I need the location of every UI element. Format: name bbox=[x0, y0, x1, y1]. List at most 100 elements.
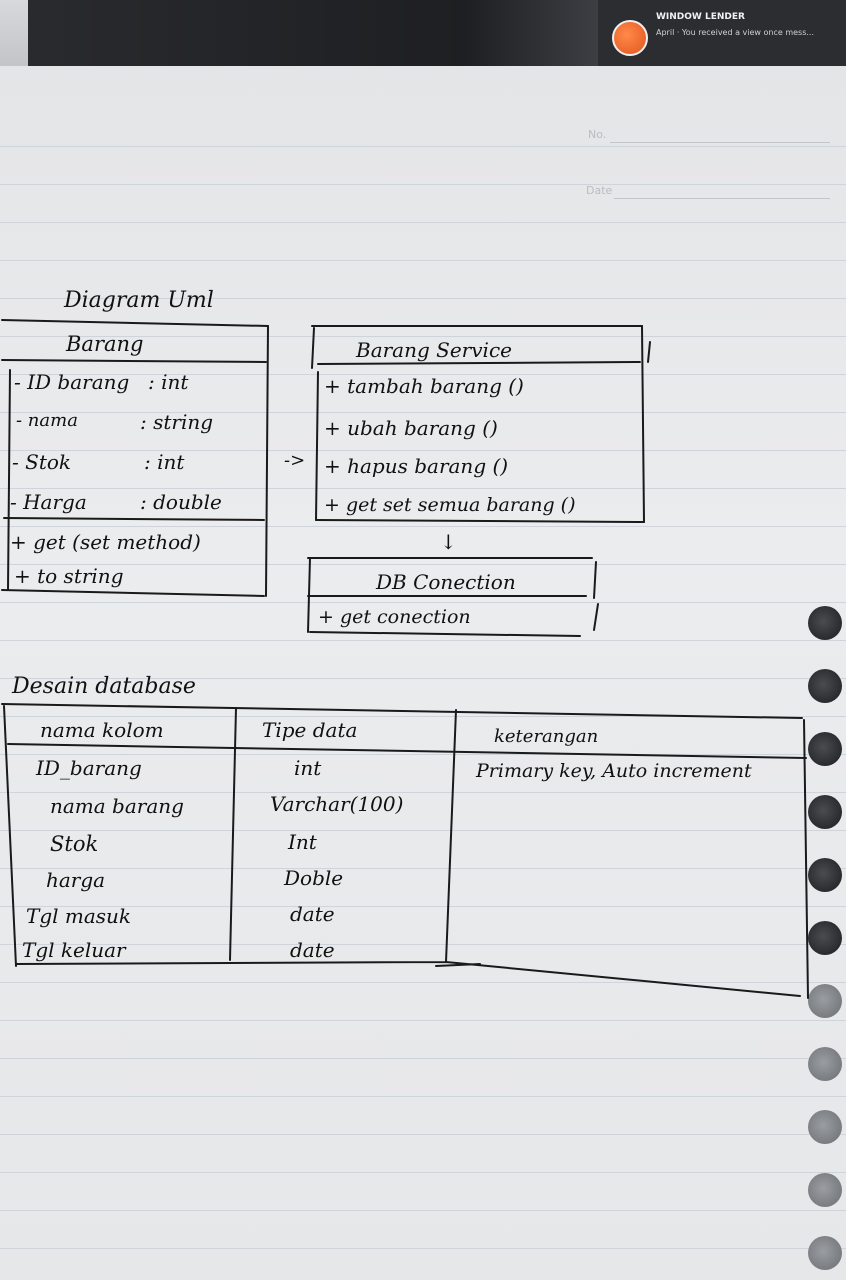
ruled-line bbox=[0, 944, 846, 945]
service-box-right bbox=[641, 325, 645, 523]
notification-title: WINDOW LENDER bbox=[656, 12, 745, 22]
service-class-name: Barang Service bbox=[356, 338, 512, 362]
db-method: + get conection bbox=[318, 606, 471, 628]
binding-hole bbox=[808, 732, 842, 766]
table-bottom-tail bbox=[435, 963, 481, 967]
ruled-line bbox=[0, 564, 846, 565]
column-header: keterangan bbox=[494, 726, 599, 747]
ruled-line bbox=[0, 1058, 846, 1059]
barang-attr-type: : int bbox=[144, 450, 185, 474]
barang-method: + get (set method) bbox=[10, 530, 201, 554]
date-label: Date bbox=[586, 184, 613, 197]
ruled-line bbox=[0, 906, 846, 907]
table-cell: Stok bbox=[50, 832, 99, 856]
date-line bbox=[614, 198, 830, 199]
table-header-divider bbox=[7, 743, 807, 759]
ruled-line bbox=[0, 298, 846, 299]
column-header: nama kolom bbox=[40, 718, 164, 742]
table-left bbox=[3, 705, 17, 967]
ruled-line bbox=[0, 602, 846, 603]
column-header: Tipe data bbox=[262, 718, 358, 742]
service-box-bottom bbox=[315, 519, 645, 523]
service-corner-mark bbox=[647, 341, 651, 363]
service-box-left bbox=[311, 327, 319, 521]
notification-banner[interactable]: WINDOW LENDER April · You received a vie… bbox=[598, 0, 846, 78]
ruled-line bbox=[0, 1248, 846, 1249]
binding-hole bbox=[808, 795, 842, 829]
arrow-down-icon: ↓ bbox=[440, 530, 457, 554]
binding-hole bbox=[808, 1236, 842, 1270]
db-box-right bbox=[593, 561, 599, 631]
barang-method: + to string bbox=[14, 564, 124, 588]
table-cell: harga bbox=[46, 868, 106, 892]
uml-heading: Diagram Uml bbox=[64, 288, 214, 313]
binding-hole bbox=[808, 1173, 842, 1207]
table-cell: Primary key, Auto increment bbox=[476, 760, 752, 782]
ruled-line bbox=[0, 792, 846, 793]
ruled-line bbox=[0, 716, 846, 717]
db-box-bottom bbox=[309, 631, 581, 637]
table-cell: int bbox=[294, 756, 322, 780]
binding-hole bbox=[808, 921, 842, 955]
barang-box-bottom bbox=[1, 589, 265, 597]
table-right bbox=[803, 719, 809, 999]
table-cell: nama barang bbox=[50, 794, 184, 818]
notebook-page: No. Date bbox=[0, 66, 846, 1280]
service-method: + tambah barang () bbox=[324, 374, 524, 398]
ruled-line bbox=[0, 1172, 846, 1173]
service-method: + hapus barang () bbox=[324, 454, 509, 478]
binding-hole bbox=[808, 858, 842, 892]
barang-attr-name: - Stok bbox=[12, 450, 72, 474]
ruled-line bbox=[0, 640, 846, 641]
ruled-line bbox=[0, 1020, 846, 1021]
barang-attr-name: - Harga bbox=[10, 490, 87, 514]
no-line bbox=[610, 142, 830, 143]
table-cell: Doble bbox=[284, 866, 344, 890]
arrow-right-icon: -> bbox=[284, 450, 306, 471]
barang-box-left bbox=[7, 369, 11, 591]
binding-hole bbox=[808, 1110, 842, 1144]
table-cell: Int bbox=[288, 830, 317, 854]
ruled-line bbox=[0, 1210, 846, 1211]
table-col2-divider bbox=[445, 709, 457, 963]
binding-hole bbox=[808, 1047, 842, 1081]
ruled-line bbox=[0, 450, 846, 451]
table-cell: date bbox=[290, 902, 335, 926]
table-cell: ID_barang bbox=[36, 756, 142, 780]
table-cell: Varchar(100) bbox=[270, 792, 404, 816]
service-name-divider bbox=[317, 361, 641, 365]
ruled-line bbox=[0, 222, 846, 223]
ruled-line bbox=[0, 488, 846, 489]
ruled-line bbox=[0, 678, 846, 679]
barang-box-top bbox=[1, 319, 269, 327]
ruled-line bbox=[0, 982, 846, 983]
barang-name-divider bbox=[1, 359, 267, 363]
ruled-line bbox=[0, 754, 846, 755]
ruled-line bbox=[0, 146, 846, 147]
binding-hole bbox=[808, 606, 842, 640]
ruled-line bbox=[0, 868, 846, 869]
table-col1-divider bbox=[229, 707, 237, 961]
ruled-line bbox=[0, 830, 846, 831]
barang-attr-name: - nama bbox=[16, 410, 78, 431]
database-heading: Desain database bbox=[12, 674, 196, 699]
barang-attr-divider bbox=[3, 517, 265, 521]
service-method: + get set semua barang () bbox=[324, 494, 576, 516]
db-class-name: DB Conection bbox=[376, 570, 516, 594]
ruled-line bbox=[0, 1096, 846, 1097]
table-bottom bbox=[15, 961, 801, 997]
barang-attr-type: : string bbox=[140, 410, 214, 434]
notification-app-icon bbox=[612, 20, 648, 56]
barang-attr-name: - ID barang bbox=[14, 370, 130, 394]
table-cell: Tgl keluar bbox=[22, 938, 126, 962]
ruled-line bbox=[0, 1134, 846, 1135]
barang-box-right bbox=[265, 325, 269, 597]
no-label: No. bbox=[588, 128, 607, 141]
ruled-line bbox=[0, 336, 846, 337]
table-cell: Tgl masuk bbox=[26, 904, 132, 928]
barang-attr-type: : double bbox=[140, 490, 222, 514]
ruled-line bbox=[0, 184, 846, 185]
ruled-line bbox=[0, 374, 846, 375]
ruled-line bbox=[0, 260, 846, 261]
table-top bbox=[1, 703, 803, 719]
